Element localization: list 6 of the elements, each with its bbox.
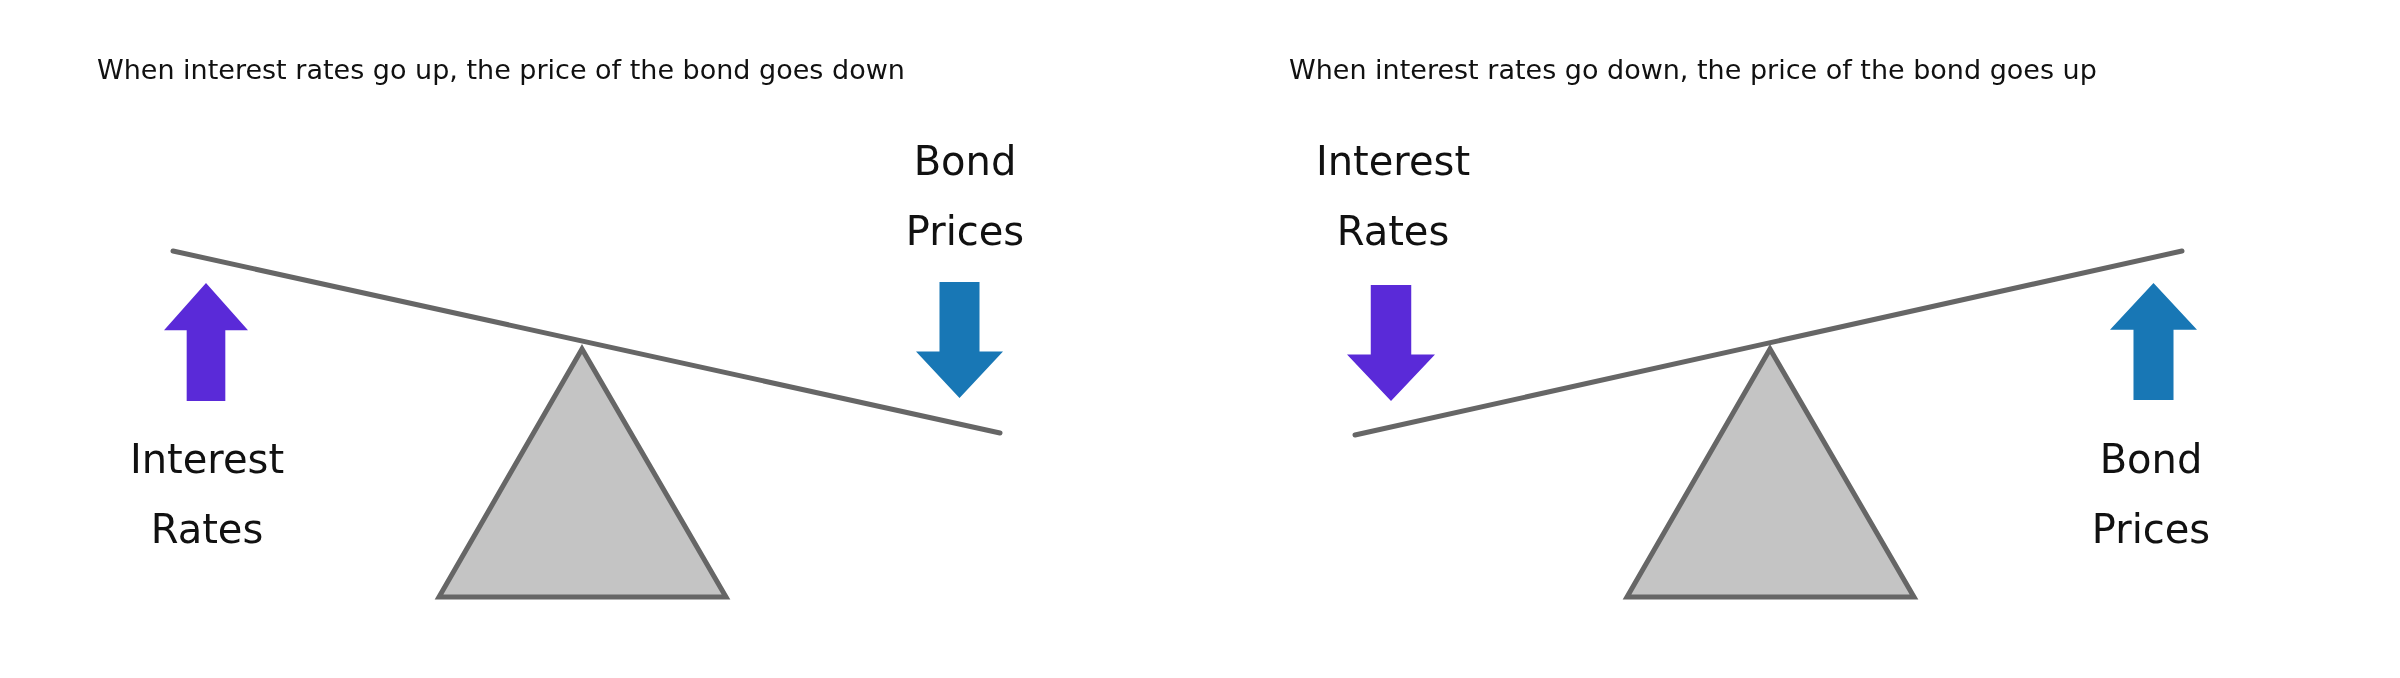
label-text: Bond Prices <box>2090 435 2212 554</box>
label-text: Interest Rates <box>128 435 286 554</box>
label-text: Interest Rates <box>1314 137 1472 256</box>
heading-text: When interest rates go down, the price of the bond goes up <box>1289 54 2097 85</box>
label-text: Bond Prices <box>904 137 1026 256</box>
heading-text: When interest rates go up, the price of the bond goes down <box>97 54 905 85</box>
